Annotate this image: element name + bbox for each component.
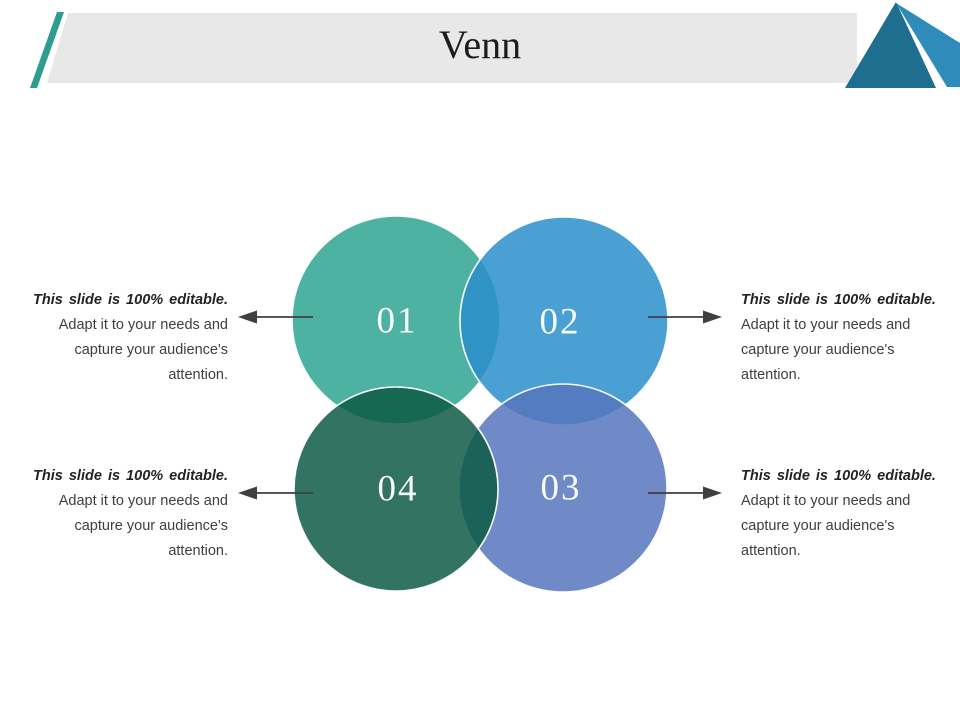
callout-line: attention. xyxy=(741,367,801,383)
header-triangle-light-icon xyxy=(896,3,960,87)
header-bar xyxy=(47,13,857,83)
arrow-bottom-left-icon xyxy=(238,486,313,500)
callout-line: This slide is 100% editable. xyxy=(741,468,936,484)
callout-line: Adapt it to your needs and xyxy=(58,493,228,509)
slide-title: Venn xyxy=(438,22,522,67)
callout-line: capture your audience's xyxy=(741,342,895,358)
callout-line: attention. xyxy=(741,543,801,559)
callout-line: Adapt it to your needs and xyxy=(741,493,911,509)
callout-line: This slide is 100% editable. xyxy=(33,468,228,484)
callout-top-left: This slide is 100% editable. Adapt it to… xyxy=(28,288,228,388)
callout-top-right: This slide is 100% editable. Adapt it to… xyxy=(741,288,941,388)
circle-label-02: 02 xyxy=(539,301,581,343)
venn-circle-04 xyxy=(293,386,499,592)
callout-line: Adapt it to your needs and xyxy=(58,317,228,333)
header-accent-slash xyxy=(30,12,64,88)
callout-line: capture your audience's xyxy=(74,342,228,358)
callout-line: This slide is 100% editable. xyxy=(741,292,936,308)
arrow-bottom-right-icon xyxy=(648,486,722,500)
callout-line: attention. xyxy=(168,543,228,559)
callout-bottom-left: This slide is 100% editable. Adapt it to… xyxy=(28,464,228,564)
callout-line: Adapt it to your needs and xyxy=(741,317,911,333)
arrow-top-left-icon xyxy=(238,310,313,324)
circle-label-04: 04 xyxy=(377,468,419,510)
callout-line: This slide is 100% editable. xyxy=(33,292,228,308)
header-triangle-dark-icon xyxy=(845,2,936,88)
callout-line: capture your audience's xyxy=(741,518,895,534)
callout-bottom-right: This slide is 100% editable. Adapt it to… xyxy=(741,464,941,564)
arrow-top-right-icon xyxy=(648,310,722,324)
circle-label-03: 03 xyxy=(540,467,582,509)
callout-line: capture your audience's xyxy=(74,518,228,534)
callout-line: attention. xyxy=(168,367,228,383)
circle-label-01: 01 xyxy=(376,300,418,342)
